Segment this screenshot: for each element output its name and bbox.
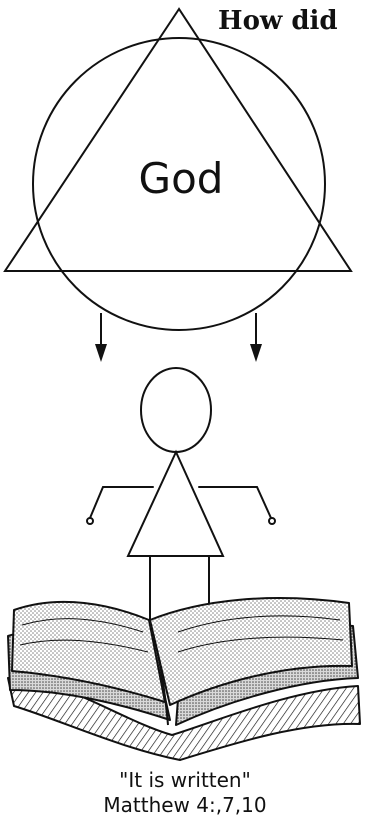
down-arrow-icon (95, 313, 107, 362)
page-title: How did (218, 8, 370, 34)
god-label: God (126, 158, 236, 200)
scripture-reference: Matthew 4:,7,10 (95, 795, 275, 815)
figure-head (141, 368, 211, 452)
scripture-quote: "It is written" (95, 770, 275, 790)
figure-left-arm (90, 487, 153, 518)
figure-right-arm (199, 487, 271, 518)
open-book-icon (8, 598, 360, 760)
figure-body (128, 452, 223, 556)
down-arrow-icon (250, 313, 262, 362)
triangle-icon (5, 9, 351, 271)
